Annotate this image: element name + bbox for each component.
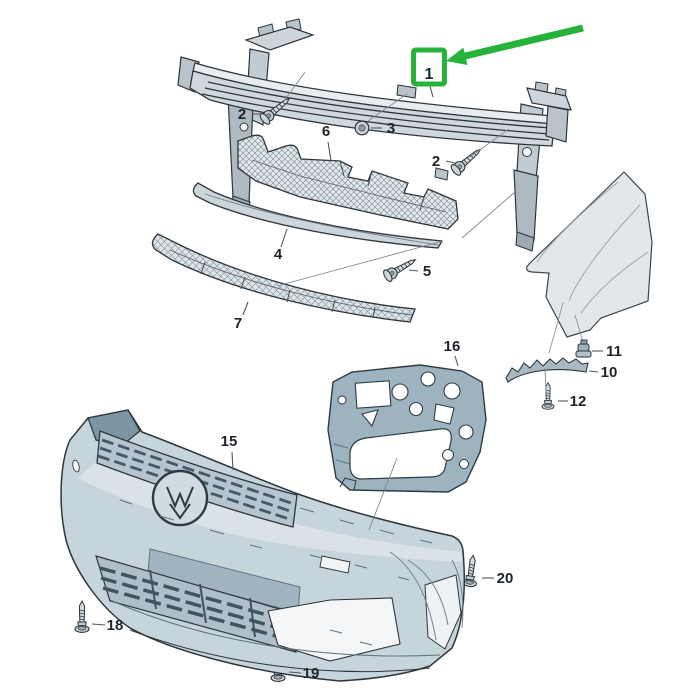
callout-2-right[interactable]: 2 (432, 153, 440, 170)
impact-absorber (237, 134, 459, 230)
highlight-arrow-head (446, 47, 468, 65)
callout-5[interactable]: 5 (423, 263, 431, 280)
callout-labels: 2 3 6 2 4 5 7 16 11 10 12 15 20 18 19 (107, 106, 622, 682)
callout-1[interactable]: 1 (425, 66, 434, 83)
highlight-annotation: 1 (411, 24, 584, 87)
fog-lamp-recess (267, 597, 401, 662)
callout-12[interactable]: 12 (570, 393, 587, 410)
callout-2-left[interactable]: 2 (238, 106, 246, 123)
leader-lines (91, 71, 603, 674)
callout-15[interactable]: 15 (221, 433, 238, 450)
callout-6[interactable]: 6 (322, 123, 330, 140)
bolt-spoiler (381, 253, 420, 284)
screw-front-left (74, 600, 90, 633)
callout-11[interactable]: 11 (606, 343, 622, 360)
callout-3[interactable]: 3 (387, 120, 395, 137)
fender-guide-rail (505, 357, 589, 383)
callout-18[interactable]: 18 (107, 617, 124, 634)
highlight-arrow-shaft (462, 24, 584, 60)
lower-spoiler-strip (151, 233, 416, 323)
bolt-guide-rail (541, 382, 555, 410)
callout-10[interactable]: 10 (601, 364, 618, 381)
reinforcement-beam (177, 18, 572, 252)
callout-16[interactable]: 16 (444, 338, 461, 355)
expanding-clip (575, 339, 592, 358)
lower-grille (95, 555, 297, 653)
upper-spoiler-strip (192, 182, 444, 249)
callout-4[interactable]: 4 (274, 246, 283, 263)
bumper-cover (60, 409, 465, 682)
callout-19[interactable]: 19 (303, 665, 320, 682)
fender-panel (526, 171, 653, 354)
brand-emblem (151, 469, 209, 527)
bolt-right (448, 143, 486, 178)
side-mounting-bracket (327, 364, 487, 493)
highlight-box (411, 47, 447, 87)
callout-20[interactable]: 20 (497, 570, 514, 587)
callout-7[interactable]: 7 (234, 315, 242, 332)
hex-nut (354, 120, 370, 136)
